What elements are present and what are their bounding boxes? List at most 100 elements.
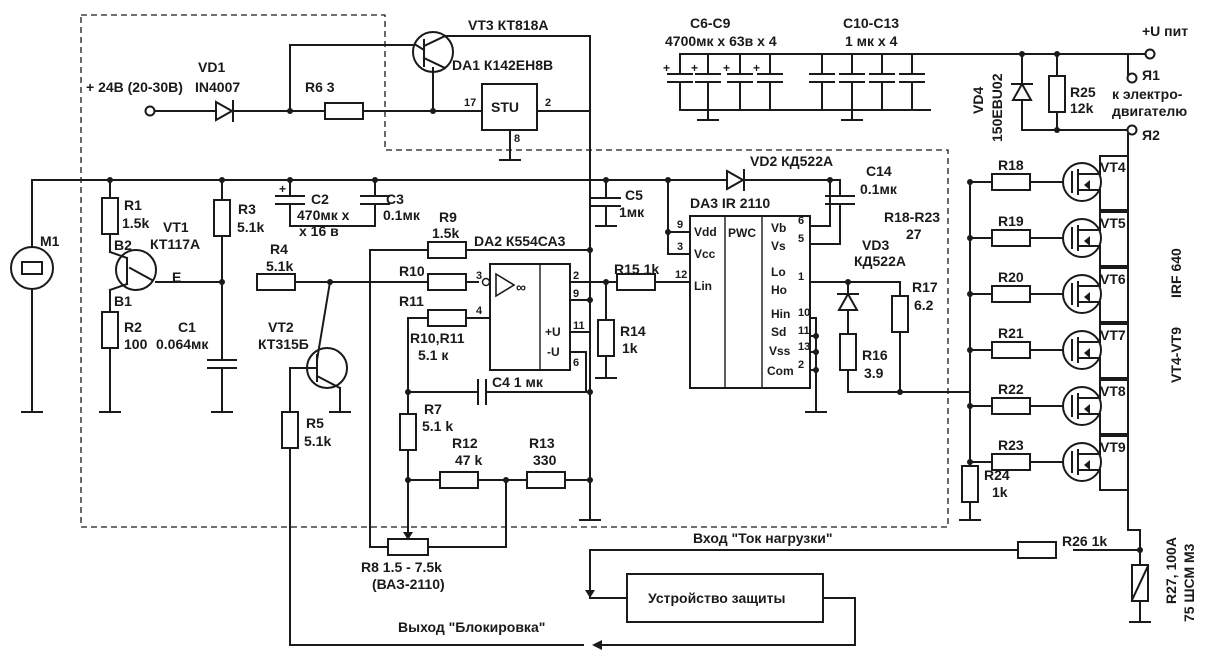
- c2-value-2: х 16 в: [299, 223, 339, 239]
- r25-label: R25: [1070, 84, 1096, 100]
- r7-resistor: [399, 413, 417, 451]
- r17-resistor: [891, 295, 909, 333]
- protection-section: [585, 529, 1151, 650]
- r5-resistor: [281, 411, 299, 449]
- svg-text:Vcc: Vcc: [694, 247, 716, 261]
- supply-input-terminal[interactable]: [144, 105, 156, 117]
- r17-value: 6.2: [914, 297, 934, 313]
- ya1-terminal[interactable]: [1126, 72, 1138, 84]
- r25-resistor: [1048, 75, 1066, 113]
- supply-input-section: [144, 31, 591, 521]
- r14-resistor: [597, 319, 615, 357]
- vd3-part-label: КД522А: [854, 253, 906, 269]
- c5-value: 1мк: [619, 204, 645, 220]
- c5-r14-r15: [591, 177, 691, 379]
- vd1-diode: [215, 100, 235, 122]
- r10-label: R10: [399, 263, 425, 279]
- svg-text:2: 2: [798, 359, 804, 371]
- r13-resistor: [526, 471, 566, 489]
- r4-value: 5.1k: [266, 258, 293, 274]
- r3-value: 5.1k: [237, 219, 264, 235]
- r12-value: 47 k: [455, 452, 482, 468]
- r24-group: [959, 461, 981, 521]
- top-power-caps: ++++: [663, 48, 1156, 531]
- c6-c9-capacitors: ++++: [663, 53, 783, 121]
- da2-comparator: [489, 263, 571, 371]
- r14-value: 1k: [622, 340, 638, 356]
- c14-value: 0.1мк: [860, 181, 898, 197]
- mosfet-label: VT5: [1100, 215, 1126, 231]
- gate-resistor: [991, 229, 1031, 247]
- svg-text:Hin: Hin: [771, 307, 790, 321]
- c10-c13-label: C10-C13: [843, 15, 899, 31]
- r25-value: 12k: [1070, 100, 1094, 116]
- svg-text:9: 9: [677, 219, 683, 231]
- u-pit-terminal[interactable]: [1144, 48, 1156, 60]
- r13-value: 330: [533, 452, 557, 468]
- r9-value: 1.5k: [432, 225, 459, 241]
- gate-resistor-label: R23: [998, 437, 1024, 453]
- mosfet-label: VT9: [1100, 439, 1126, 455]
- svg-text:Lo: Lo: [771, 265, 786, 279]
- protection-device-label: Устройство защиты: [648, 590, 785, 606]
- c4-label: C4 1 мк: [492, 374, 544, 390]
- gate-resistor-label: R22: [998, 381, 1024, 397]
- r4-resistor: [256, 273, 296, 291]
- vt1-label: VT1: [163, 219, 189, 235]
- vt3-label: VT3 КТ818А: [468, 17, 548, 33]
- r11-label: R11: [399, 293, 424, 309]
- svg-text:Ho: Ho: [771, 283, 787, 297]
- svg-text:+: +: [723, 61, 730, 75]
- ya2-terminal[interactable]: [1126, 124, 1138, 136]
- svg-text:Lin: Lin: [694, 279, 712, 293]
- svg-text:Vss: Vss: [769, 344, 791, 358]
- m1-label: M1: [40, 233, 60, 249]
- svg-text:+: +: [663, 61, 670, 75]
- r27-part-label: 75 ШСМ М3: [1181, 543, 1197, 622]
- svg-text:2: 2: [573, 270, 579, 282]
- mosfet-label: VT7: [1100, 327, 1126, 343]
- c5-label: C5: [625, 187, 643, 203]
- c2-label: C2: [311, 191, 329, 207]
- c3-value: 0.1мк: [383, 207, 421, 223]
- da2-label: DA2 К554СА3: [474, 233, 566, 249]
- u-pit-label: +U пит: [1142, 23, 1188, 39]
- c6-c9-label: C6-C9: [690, 15, 731, 31]
- svg-text:Com: Com: [767, 364, 794, 378]
- r3-label: R3: [238, 201, 256, 217]
- c6-c9-value: 4700мк х 63в х 4: [665, 33, 777, 49]
- uni-junction-generator: [99, 177, 223, 413]
- r6-label: R6 3: [305, 79, 335, 95]
- svg-text:17: 17: [464, 97, 476, 109]
- r17-label: R17: [912, 279, 938, 295]
- c2-value-1: 470мк х: [297, 207, 350, 223]
- gate-resistor: [991, 285, 1031, 303]
- r26-label: R26 1k: [1062, 533, 1107, 549]
- svg-text:11: 11: [798, 325, 810, 337]
- svg-text:∞: ∞: [516, 279, 526, 295]
- pwc-label: PWC: [728, 226, 756, 240]
- svg-text:6: 6: [798, 215, 804, 227]
- da3-label: DA3 IR 2110: [690, 195, 770, 211]
- r7-label: R7: [424, 401, 442, 417]
- r24-value: 1k: [992, 484, 1008, 500]
- c1-value: 0.064мк: [156, 336, 209, 352]
- da3-driver-block: [665, 169, 901, 413]
- mosfet-transistor: [1062, 386, 1102, 426]
- b1-label: B1: [114, 293, 132, 309]
- vd1-part-label: IN4007: [195, 79, 240, 95]
- svg-text:Vs: Vs: [771, 239, 786, 253]
- r10-r11-value: 5.1 к: [418, 347, 449, 363]
- r8-potentiometer[interactable]: [387, 538, 429, 556]
- svg-text:8: 8: [514, 133, 520, 145]
- r18-r23-value: 27: [906, 226, 922, 242]
- r18-r23-label: R18-R23: [884, 209, 940, 225]
- vd4-label: VD4: [970, 87, 986, 114]
- gate-resistor: [991, 341, 1031, 359]
- svg-text:5: 5: [798, 233, 804, 245]
- r1-label: R1: [124, 197, 142, 213]
- mosfet-label: VT4: [1100, 159, 1126, 175]
